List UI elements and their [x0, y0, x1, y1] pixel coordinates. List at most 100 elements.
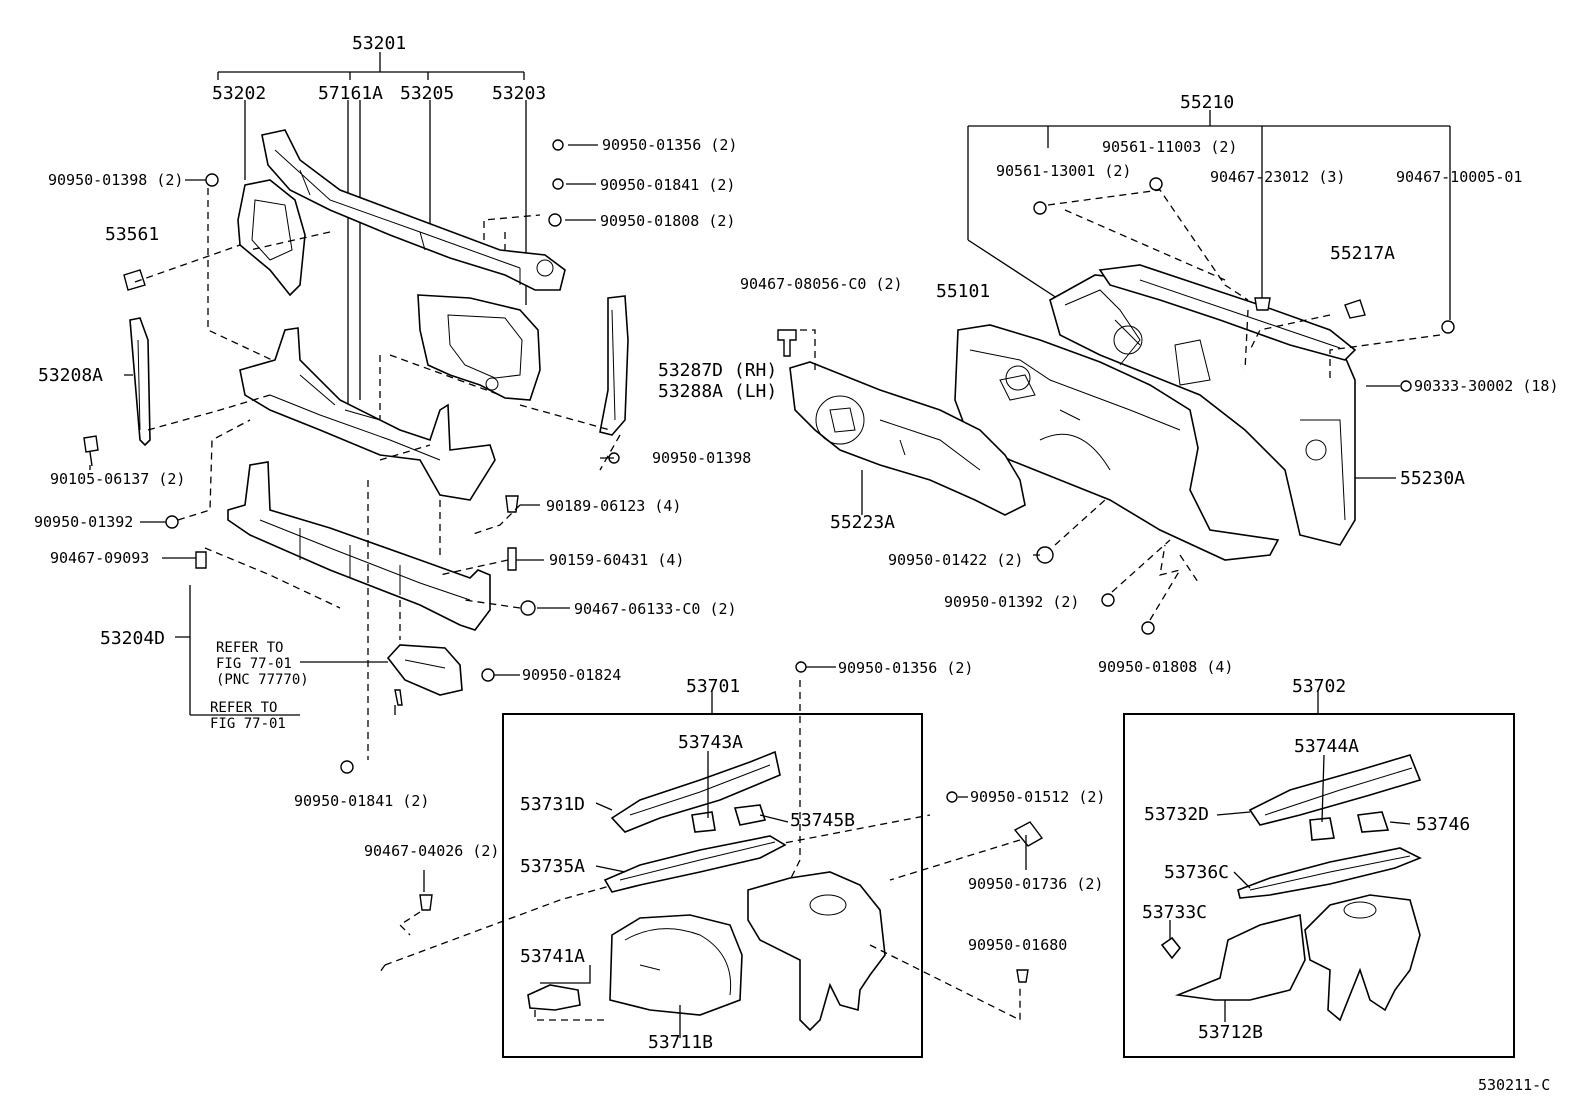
- dash-panel-group: [777, 110, 1455, 635]
- gusset-part: [691, 811, 716, 833]
- part-label-57161a: 57161A: [318, 83, 383, 104]
- part-label-53201: 53201: [352, 33, 406, 54]
- part-label-53746: 53746: [1416, 814, 1470, 835]
- part-label-90950-01392-2: 90950-01392 (2): [944, 593, 1079, 611]
- part-label-53743a: 53743A: [678, 732, 743, 753]
- part-label-90950-01841-bot: 90950-01841 (2): [294, 792, 429, 810]
- part-label-55210: 55210: [1180, 92, 1234, 113]
- part-label-53732d: 53732D: [1144, 804, 1209, 825]
- clip-icon: [205, 173, 219, 187]
- refer-note-1-line3: (PNC 77770): [216, 672, 309, 688]
- part-label-90159-60431: 90159-60431 (4): [549, 551, 684, 569]
- strut-tower-rh-part: [1304, 894, 1421, 1022]
- upper-support-part: [261, 129, 566, 291]
- part-label-90333-30002: 90333-30002 (18): [1414, 377, 1559, 395]
- bolt-icon: [505, 495, 519, 513]
- part-label-90467-23012: 90467-23012 (3): [1210, 168, 1345, 186]
- dash-panel-main-part: [954, 324, 1280, 561]
- part-label-53203: 53203: [492, 83, 546, 104]
- part-label-53202: 53202: [212, 83, 266, 104]
- horn-part: [386, 644, 463, 696]
- part-label-90467-08056-c0: 90467-08056-C0 (2): [740, 275, 903, 293]
- clip-icon: [1441, 320, 1455, 334]
- part-label-90950-01512: 90950-01512 (2): [970, 788, 1105, 806]
- part-label-55223a: 55223A: [830, 512, 895, 533]
- clip-icon: [1254, 297, 1271, 311]
- part-label-90467-10005-01: 90467-10005-01: [1396, 168, 1522, 186]
- part-label-90950-01356-top: 90950-01356 (2): [602, 136, 737, 154]
- nut-icon: [552, 178, 564, 190]
- wheel-house-part: [609, 914, 743, 1016]
- figure-code: 530211-C: [1478, 1076, 1550, 1094]
- part-label-53733c: 53733C: [1142, 902, 1207, 923]
- wheel-house-rh-part: [1174, 914, 1306, 1001]
- part-label-55230a: 55230A: [1400, 468, 1465, 489]
- part-label-55101: 55101: [936, 281, 990, 302]
- part-label-53287d: 53287D (RH): [658, 360, 777, 381]
- bracket-rh-part: [1160, 936, 1182, 960]
- refer-note-1-line2: FIG 77-01: [216, 656, 292, 672]
- member-upper-part: [610, 750, 781, 833]
- lower-cross-member-part: [227, 461, 491, 631]
- part-label-53711b: 53711B: [648, 1032, 713, 1053]
- nut-icon: [552, 139, 564, 151]
- part-label-53741a: 53741A: [520, 946, 585, 967]
- part-label-53744a: 53744A: [1294, 736, 1359, 757]
- part-label-90950-01680: 90950-01680: [968, 936, 1067, 954]
- clip-icon: [419, 894, 433, 911]
- clip-icon: [340, 760, 354, 774]
- member-lower-part: [603, 835, 787, 893]
- part-label-90950-01824: 90950-01824: [522, 666, 621, 684]
- silencer-panel-part: [789, 361, 1026, 516]
- part-label-90950-01422: 90950-01422 (2): [888, 551, 1023, 569]
- part-label-53288a: 53288A (LH): [658, 381, 777, 402]
- vertical-bracket-part: [129, 317, 151, 447]
- part-label-90950-01356-mid: 90950-01356 (2): [838, 659, 973, 677]
- plug-icon: [1400, 380, 1412, 392]
- refer-note-2-line1: REFER TO: [210, 700, 277, 716]
- part-label-90950-01808-top: 90950-01808 (2): [600, 212, 735, 230]
- part-label-53702: 53702: [1292, 676, 1346, 697]
- bracket-part: [527, 984, 581, 1011]
- part-label-90950-01841-top: 90950-01841 (2): [600, 176, 735, 194]
- part-label-55217a: 55217A: [1330, 243, 1395, 264]
- part-label-90467-04026: 90467-04026 (2): [364, 842, 499, 860]
- bolt-icon: [195, 551, 207, 569]
- part-label-90189-06123: 90189-06123 (4): [546, 497, 681, 515]
- apron-assembly-53701-group: [502, 680, 923, 1058]
- part-label-53745b: 53745B: [790, 810, 855, 831]
- clip-icon: [1149, 177, 1163, 191]
- clip-icon: [481, 668, 495, 682]
- clip-icon: [123, 269, 146, 291]
- member-upper-rh-part: [1248, 754, 1422, 826]
- part-label-90561-11003: 90561-11003 (2): [1102, 138, 1237, 156]
- bolt-icon: [83, 435, 99, 467]
- cowl-top-part: [1098, 264, 1357, 361]
- clip-icon: [1013, 821, 1044, 847]
- part-label-53701: 53701: [686, 676, 740, 697]
- member-lower-rh-part: [1237, 847, 1422, 899]
- part-label-90950-01398-2: 90950-01398 (2): [48, 171, 183, 189]
- nut-icon: [520, 600, 536, 616]
- bolt-icon: [507, 547, 517, 571]
- gusset-rh-part: [1309, 817, 1335, 841]
- side-rail-bracket-part: [599, 295, 629, 436]
- apron-assembly-53702-group: [1123, 692, 1515, 1058]
- part-label-53205: 53205: [400, 83, 454, 104]
- part-label-53204d: 53204D: [100, 628, 165, 649]
- strut-tower-part: [747, 871, 886, 1032]
- part-label-53208a: 53208A: [38, 365, 103, 386]
- part-label-90467-06133-c0: 90467-06133-C0 (2): [574, 600, 737, 618]
- part-label-90950-01392: 90950-01392: [34, 513, 133, 531]
- side-panel-right-part: [417, 294, 541, 401]
- part-label-53736c: 53736C: [1164, 862, 1229, 883]
- nut-icon: [165, 515, 179, 529]
- clip-icon: [946, 791, 958, 803]
- part-label-90950-01736: 90950-01736 (2): [968, 875, 1103, 893]
- part-label-53731d: 53731D: [520, 794, 585, 815]
- part-label-90561-13001: 90561-13001 (2): [996, 162, 1131, 180]
- clip-icon: [1344, 299, 1366, 319]
- part-label-53561: 53561: [105, 224, 159, 245]
- refer-note-1-line1: REFER TO: [216, 640, 283, 656]
